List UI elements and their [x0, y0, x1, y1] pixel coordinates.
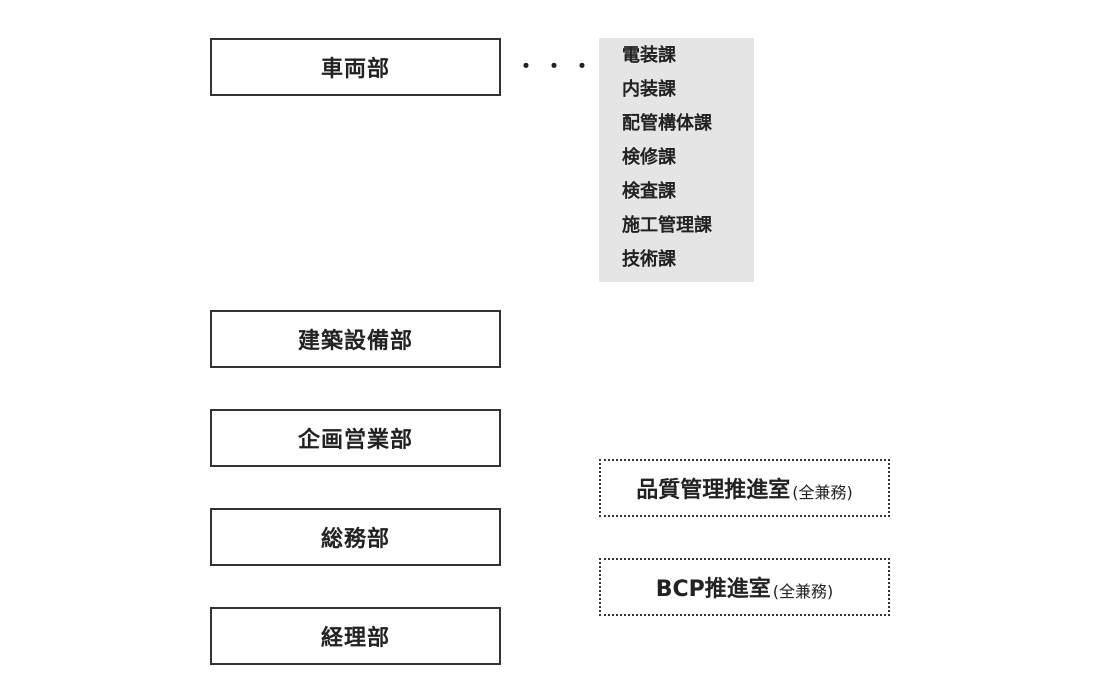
office-note: (全兼務)	[792, 483, 853, 502]
section-item: 施工管理課	[622, 215, 712, 236]
department-label: 経理部	[320, 626, 390, 651]
department-box-general-affairs: 総務部	[210, 508, 501, 566]
section-list-panel: 電装課 内装課 配管構体課 検修課 検査課 施工管理課 技術課	[599, 38, 754, 282]
department-box-vehicle: 車両部	[210, 38, 501, 96]
department-label: 総務部	[320, 527, 390, 552]
section-item: 検修課	[622, 147, 676, 168]
office-label: 品質管理推進室	[636, 478, 791, 503]
section-item: 技術課	[622, 249, 676, 270]
department-box-planning-sales: 企画営業部	[210, 409, 501, 467]
section-item: 検査課	[622, 181, 676, 202]
department-label: 企画営業部	[297, 428, 413, 453]
office-label: BCP推進室	[655, 577, 771, 602]
connector-dots: ・・・	[516, 54, 600, 78]
department-box-building-facilities: 建築設備部	[210, 310, 501, 368]
section-item: 配管構体課	[622, 113, 712, 134]
section-item: 電装課	[622, 45, 676, 66]
section-item: 内装課	[622, 79, 676, 100]
office-box-quality-management: 品質管理推進室 (全兼務)	[599, 459, 890, 517]
department-box-accounting: 経理部	[210, 607, 501, 665]
department-label: 車両部	[320, 57, 390, 82]
section-list: 電装課 内装課 配管構体課 検修課 検査課 施工管理課 技術課	[599, 38, 754, 279]
office-note: (全兼務)	[772, 582, 834, 601]
department-label: 建築設備部	[297, 329, 413, 354]
office-box-bcp: BCP推進室 (全兼務)	[599, 558, 890, 616]
